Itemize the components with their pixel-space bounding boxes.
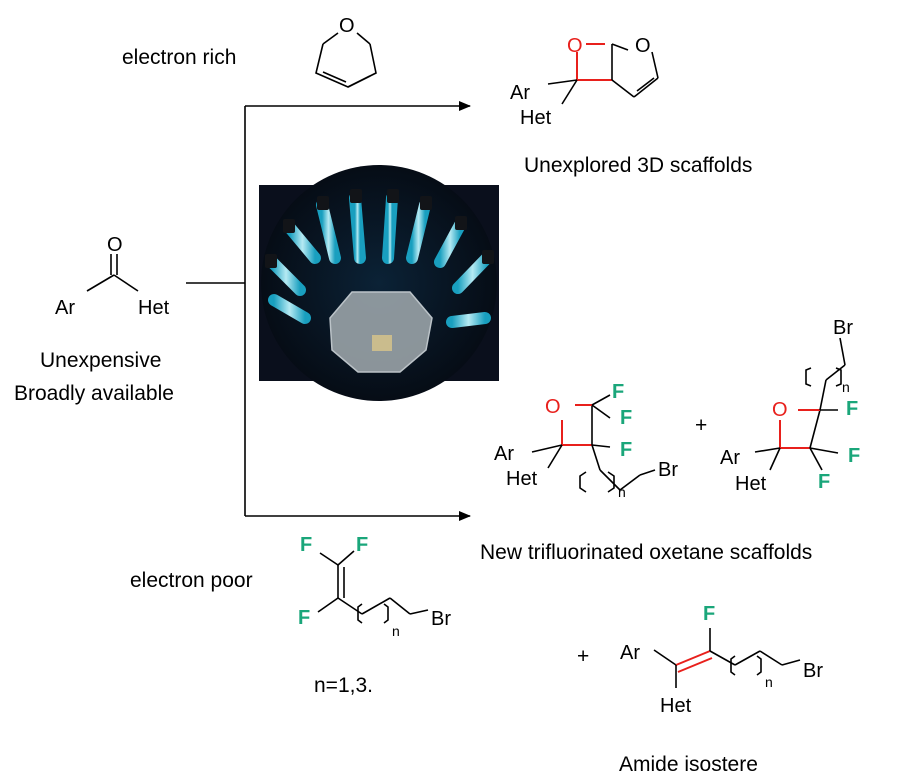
oxetane-a-het: Het <box>506 468 538 490</box>
broadly-available-label: Broadly available <box>14 382 174 405</box>
n-values-label: n=1,3. <box>314 674 373 697</box>
amide-isostere-label: Amide isostere <box>619 753 758 776</box>
unexpensive-label: Unexpensive <box>40 349 161 372</box>
oxetane-b-f2: F <box>848 445 860 467</box>
trifluoroalkene-structure: F F F Br n <box>298 534 451 639</box>
branch-arrows <box>186 101 471 521</box>
oxetane-a-ar: Ar <box>494 443 514 465</box>
oxetane-b-oxygen: O <box>772 399 788 421</box>
ketone-oxygen: O <box>107 234 123 256</box>
alkene-br: Br <box>431 608 451 630</box>
oxetane-a-f1: F <box>612 381 624 403</box>
oxetane-b-het: Het <box>735 473 767 495</box>
new-trifluorinated-label: New trifluorinated oxetane scaffolds <box>480 541 812 564</box>
het-label: Het <box>520 107 552 129</box>
isostere-n: n <box>765 674 773 690</box>
oxetane-a-oxygen: O <box>545 396 561 418</box>
ketone-structure: O Ar Het <box>55 234 170 319</box>
alkene-f1: F <box>300 534 312 556</box>
oxetane-b-n: n <box>842 379 850 395</box>
ketone-ar: Ar <box>55 297 75 319</box>
photoreactor-photo <box>259 165 499 401</box>
alkene-f3: F <box>298 607 310 629</box>
oxetane-oxygen: O <box>567 35 583 57</box>
electron-rich-label: electron rich <box>122 46 236 69</box>
amide-isostere-structure: F Ar Het Br n <box>620 603 823 717</box>
furan-structure: O <box>315 15 377 88</box>
alkene-n: n <box>392 623 400 639</box>
isostere-br: Br <box>803 660 823 682</box>
electron-poor-label: electron poor <box>130 569 253 592</box>
isostere-f: F <box>703 603 715 625</box>
trifluoro-oxetane-a: O F F F Br Ar Het n <box>494 381 678 500</box>
oxetane-b-f3: F <box>818 471 830 493</box>
ring-oxygen: O <box>635 35 651 57</box>
oxetane-b-f1: F <box>846 398 858 420</box>
oxetane-b-br: Br <box>833 317 853 339</box>
plus-sign-2: + <box>577 645 589 668</box>
oxetane-b-ar: Ar <box>720 447 740 469</box>
unexplored-label: Unexplored 3D scaffolds <box>524 154 752 177</box>
fused-oxetane-product: O O Ar Het <box>510 35 659 129</box>
trifluoro-oxetane-b: O F F F Br Ar Het n <box>720 317 860 495</box>
oxetane-a-f2: F <box>620 407 632 429</box>
ketone-het: Het <box>138 297 170 319</box>
oxetane-a-n: n <box>618 484 626 500</box>
isostere-het: Het <box>660 695 692 717</box>
alkene-f2: F <box>356 534 368 556</box>
furan-oxygen: O <box>339 15 355 37</box>
plus-sign-1: + <box>695 414 707 437</box>
isostere-ar: Ar <box>620 642 640 664</box>
ar-label: Ar <box>510 82 530 104</box>
oxetane-a-br: Br <box>658 459 678 481</box>
oxetane-a-f3: F <box>620 439 632 461</box>
